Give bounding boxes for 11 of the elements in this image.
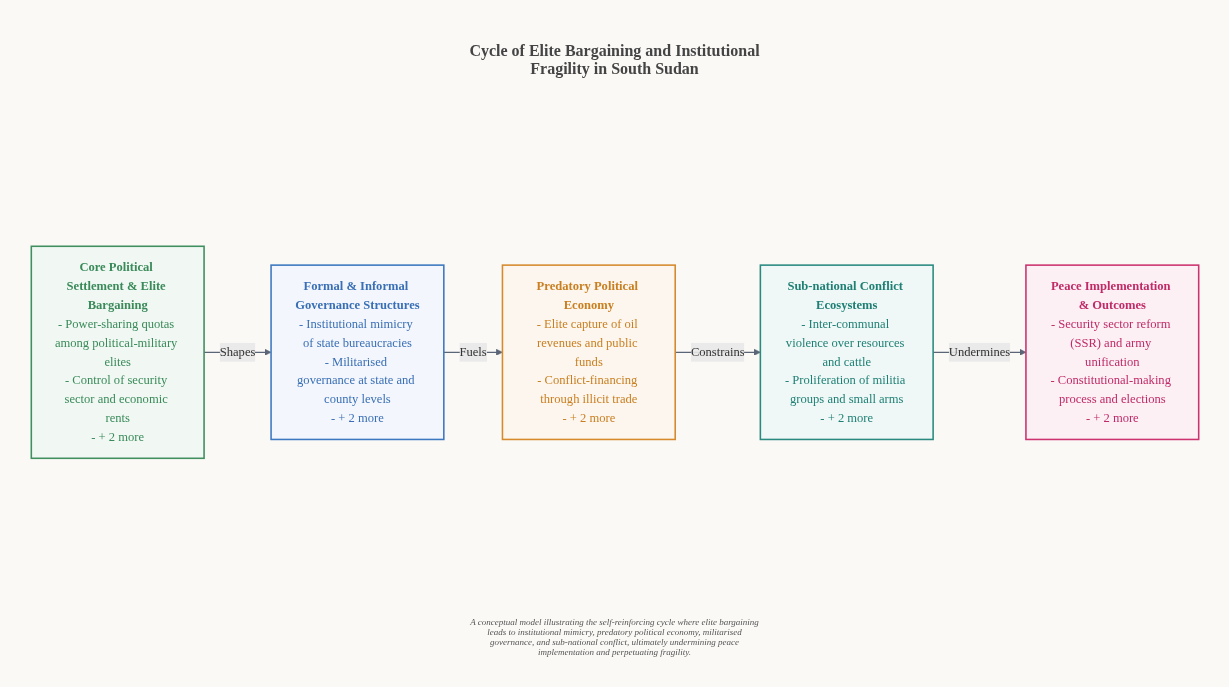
edge-label: Shapes bbox=[219, 345, 255, 359]
diagram-title: Cycle of Elite Bargaining and Institutional Fragility in South Sudan bbox=[468, 42, 761, 78]
edge-label: Constrains bbox=[690, 345, 745, 359]
caption: A conceptual model illustrating the self-reinforcing cycle where elite bargaining leads to institutional mimicry, predatory political economy, militarised governance, and sub-national conflict, ultimately undermining peace implementation and perpetuating fragility. bbox=[469, 617, 760, 657]
node-box: Peace Implementation & Outcomes - Security sector reform (SSR) and army unification - Constitutional-making process and elections - + 2 more bbox=[1024, 264, 1199, 441]
node-box: Sub-national Conflict Ecosystems - Inter-communal violence over resources and cattle - Proliferation of militia groups and small arms - + 2 more bbox=[759, 264, 934, 441]
node-box: Formal & Informal Governance Structures - Institutional mimicry of state bureaucracies - Militarised governance at state and county levels - + 2 more bbox=[269, 264, 445, 441]
node-box: Core Political Settlement & Elite Bargaining - Power-sharing quotas among political-military elites - Control of security sector and economic rents - + 2 more bbox=[30, 245, 205, 460]
edge-label: Undermines bbox=[948, 345, 1010, 359]
node-box: Predatory Political Economy - Elite capture of oil revenues and public funds - Conflict-financing through illicit trade - + 2 more bbox=[501, 264, 676, 441]
edge-label: Fuels bbox=[459, 345, 487, 359]
